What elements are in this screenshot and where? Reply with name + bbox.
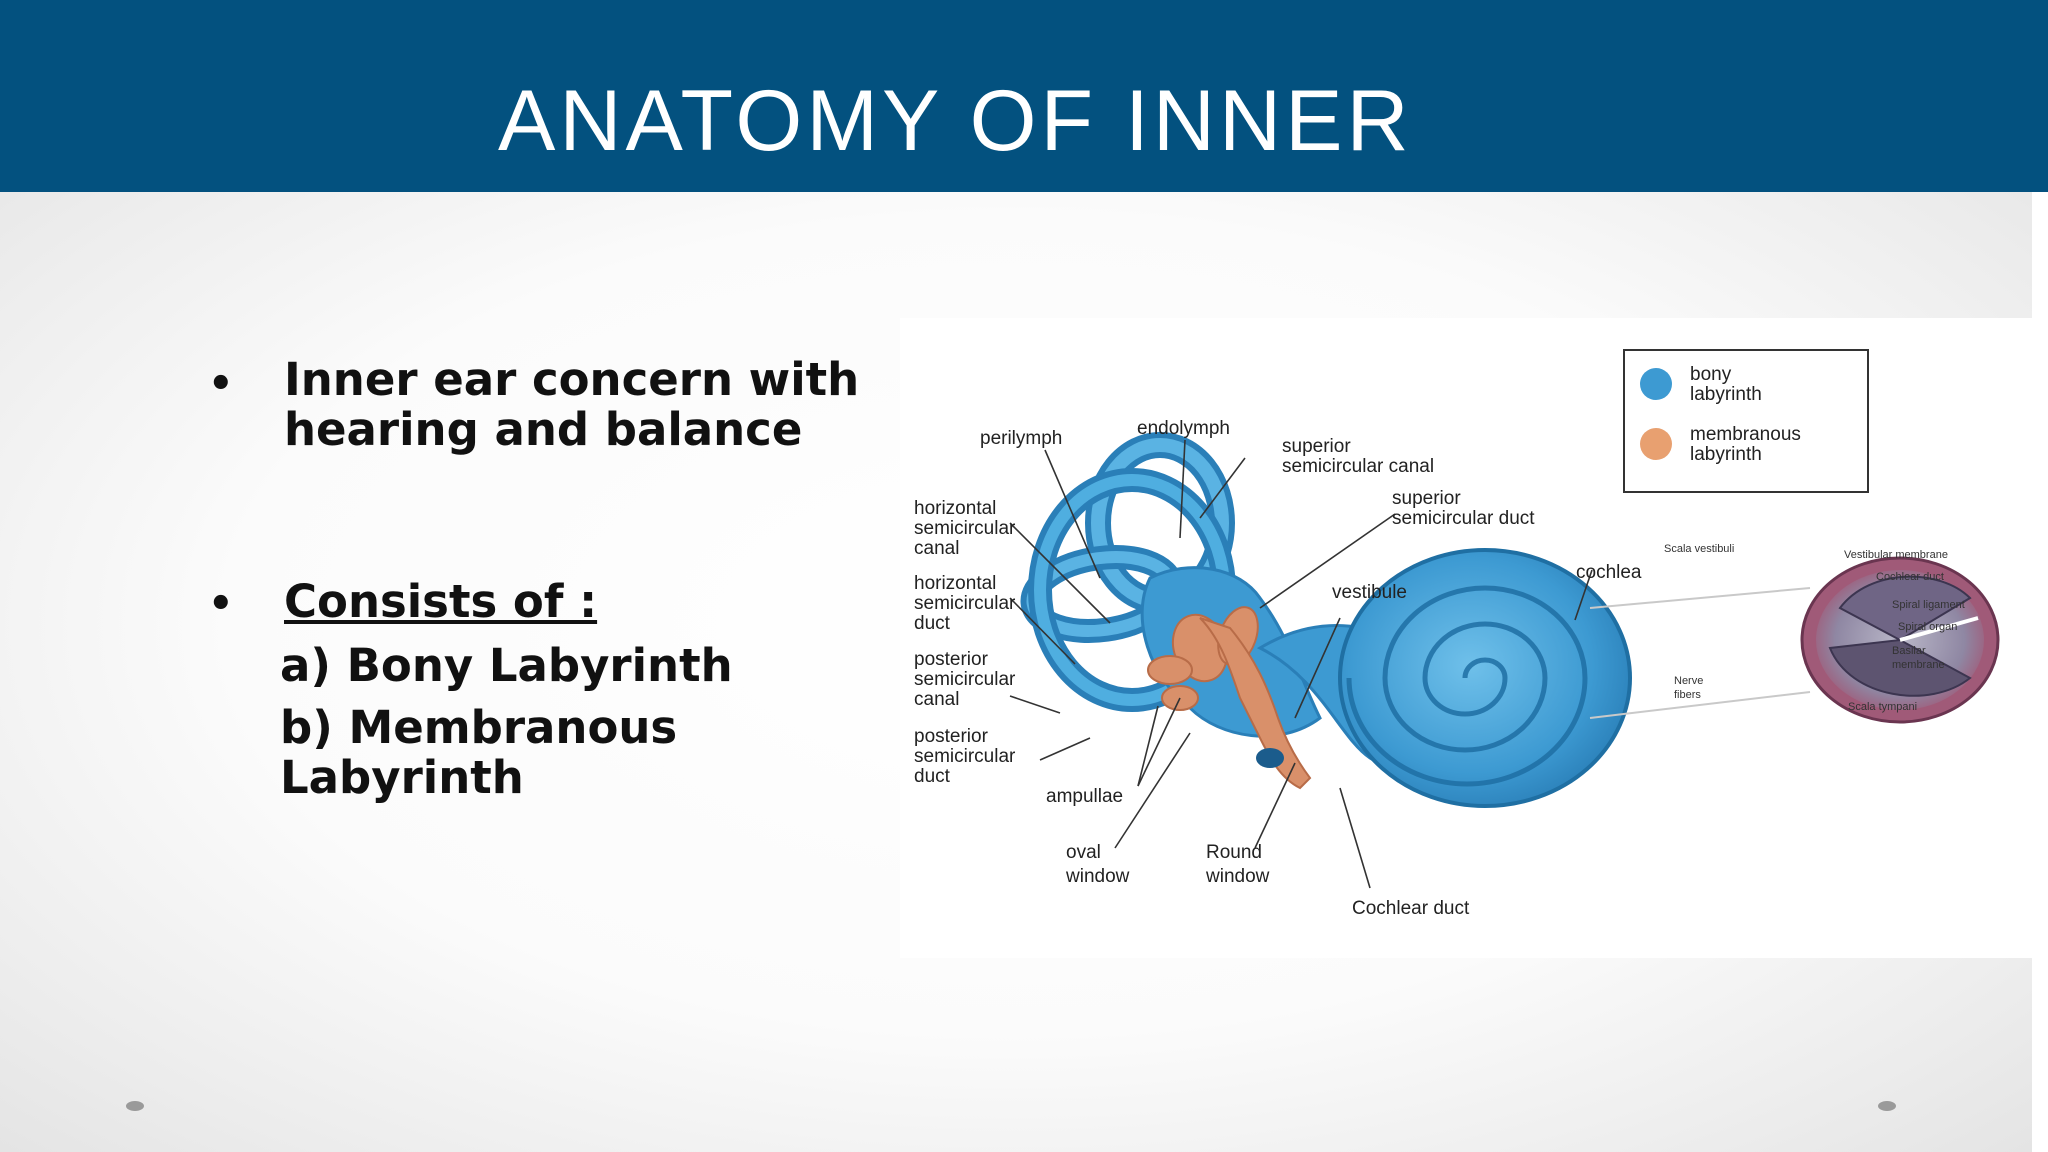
bullet-inner-ear: Inner ear concern with hearing and balan… [284, 353, 860, 456]
label-round-window-1: Round [1206, 842, 1262, 863]
label-posterior-canal-1: posterior [914, 649, 989, 670]
oval-window-mark [1256, 748, 1284, 768]
label-oval-window-2: window [1065, 866, 1130, 887]
cross-section-labels: Scala vestibuli Vestibular membrane Coch… [1664, 543, 1965, 713]
cochlea-cross-section [1800, 556, 2000, 724]
label-spiral-organ: Spiral organ [1898, 621, 1957, 633]
label-posterior-duct-2: semicircular [914, 746, 1016, 767]
label-cochlear-duct: Cochlear duct [1352, 898, 1470, 919]
label-horizontal-canal-3: canal [914, 538, 959, 559]
label-cs-cochlear-duct: Cochlear duct [1876, 571, 1944, 583]
legend-membranous-line1: membranous [1690, 424, 1801, 445]
inner-ear-diagram: bony labyrinth membranous labyrinth [900, 318, 2032, 958]
sub-item-bony-labyrinth: a) Bony Labyrinth [280, 639, 733, 692]
label-spiral-ligament: Spiral ligament [1892, 599, 1965, 611]
footer-dot-left [126, 1101, 144, 1111]
label-horizontal-canal-2: semicircular [914, 518, 1016, 539]
label-horizontal-duct-1: horizontal [914, 573, 996, 594]
label-oval-window-1: oval [1066, 842, 1101, 863]
label-round-window-2: window [1205, 866, 1270, 887]
label-posterior-canal-3: canal [914, 689, 959, 710]
title-bar: ANATOMY OF INNER [0, 0, 2048, 192]
bullet-consists-of: Consists of : [284, 575, 598, 628]
bullet-dot-icon: • [208, 581, 234, 627]
label-superior-duct-2: semicircular duct [1392, 508, 1535, 529]
label-posterior-canal-2: semicircular [914, 669, 1016, 690]
membranous-labyrinth [1147, 606, 1312, 790]
label-vestibular-membrane: Vestibular membrane [1844, 549, 1948, 561]
label-ampullae: ampullae [1046, 786, 1123, 807]
label-posterior-duct-1: posterior [914, 726, 989, 747]
label-endolymph: endolymph [1137, 418, 1230, 439]
inner-ear-illustration: bony labyrinth membranous labyrinth [914, 349, 2000, 919]
cochlea-spiral [1256, 548, 1632, 808]
legend-bony-line2: labyrinth [1690, 384, 1762, 405]
label-nerve-1: Nerve [1674, 675, 1703, 687]
label-perilymph: perilymph [980, 428, 1062, 449]
label-scala-vestibuli: Scala vestibuli [1664, 543, 1734, 555]
sub-item-membranous-labyrinth: b) Membranous Labyrinth [280, 701, 678, 804]
right-edge-strip [2032, 192, 2048, 1152]
label-basilar-1: Basilar [1892, 645, 1926, 657]
label-superior-duct-1: superior [1392, 488, 1461, 509]
bullet-dot-icon: • [208, 361, 234, 407]
label-cochlea: cochlea [1576, 562, 1642, 583]
label-superior-canal-2: semicircular canal [1282, 456, 1434, 477]
label-superior-canal-1: superior [1282, 436, 1351, 457]
legend: bony labyrinth membranous labyrinth [1623, 349, 1869, 493]
label-horizontal-duct-3: duct [914, 613, 951, 634]
slide-title: ANATOMY OF INNER [498, 73, 1413, 169]
legend-bony-line1: bony [1690, 364, 1732, 385]
diagram-labels: perilymph endolymph superior semicircula… [914, 418, 1642, 919]
label-posterior-duct-3: duct [914, 766, 951, 787]
footer-dot-right [1878, 1101, 1896, 1111]
label-vestibule: vestibule [1332, 582, 1407, 603]
label-basilar-2: membrane [1892, 659, 1945, 671]
label-horizontal-canal-1: horizontal [914, 498, 996, 519]
bony-swatch-icon [1640, 368, 1672, 400]
cross-section-connectors [1589, 587, 1811, 719]
label-horizontal-duct-2: semicircular [914, 593, 1016, 614]
membranous-swatch-icon [1640, 428, 1672, 460]
legend-membranous-line2: labyrinth [1690, 444, 1762, 465]
leader-lines [1009, 439, 1593, 889]
label-nerve-2: fibers [1674, 689, 1701, 701]
label-scala-tympani: Scala tympani [1848, 701, 1917, 713]
